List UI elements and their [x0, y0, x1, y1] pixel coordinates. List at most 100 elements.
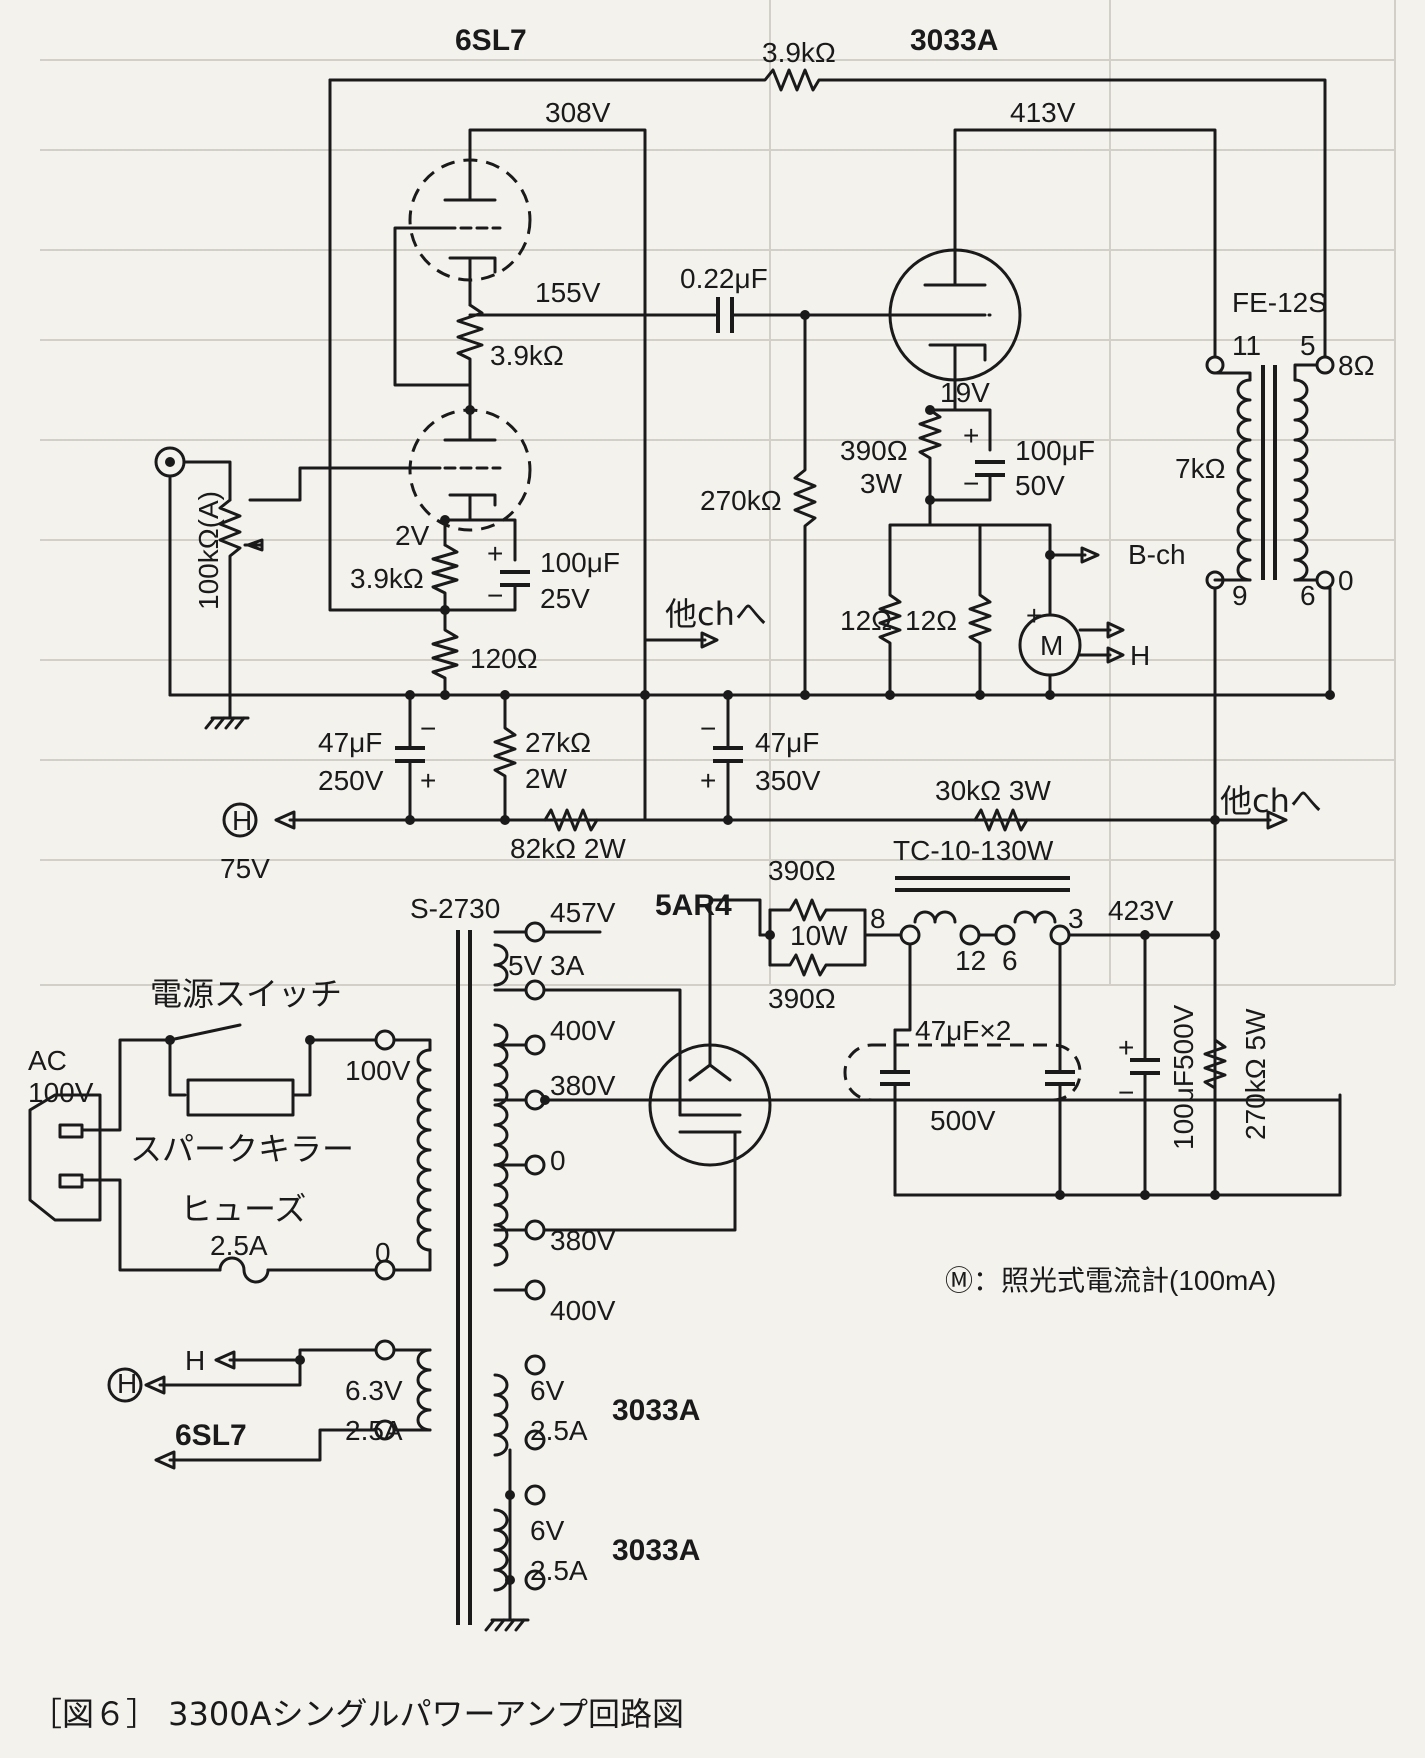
label-out-trans: FE-12S [1232, 287, 1327, 318]
label-c-47-350b: 350V [755, 765, 821, 796]
label-c-47-250b: 250V [318, 765, 384, 796]
h-circle-icon [107, 1367, 143, 1403]
ground-left [204, 693, 250, 730]
label-spark-killer: スパークキラー [130, 1130, 354, 1168]
label-p-25a-1: 2.5A [345, 1415, 403, 1446]
label-75v: 75V [220, 853, 270, 884]
minus-350: − [700, 713, 716, 744]
label-p-380a: 380V [550, 1070, 616, 1101]
label-r-390: 390Ω [840, 435, 908, 466]
label-p-0-pri: 0 [375, 1237, 391, 1268]
plus-sign: + [963, 420, 979, 451]
figure-caption: ［図６］ 3300Aシングルパワーアンプ回路図 [30, 1695, 684, 1733]
label-c-47x2: 47μF×2 [915, 1015, 1011, 1046]
label-ac: AC [28, 1045, 67, 1076]
minus-sign: − [963, 468, 979, 499]
label-r-390a: 390Ω [768, 855, 836, 886]
heater-wiring [107, 802, 378, 1470]
label-19v: 19V [940, 377, 990, 408]
labels: 6SL7 3033A 3.9kΩ 308V 413V 155V 3.9kΩ 0.… [28, 24, 1375, 1733]
label-p-25a-3: 2.5A [530, 1555, 588, 1586]
label-c-47-350a: 47μF [755, 727, 819, 758]
label-choke-8: 8 [870, 903, 886, 934]
label-r-27k: 27kΩ [525, 727, 591, 758]
label-other-ch-1: 他chへ [665, 595, 767, 633]
label-fuse: ヒューズ [180, 1190, 306, 1228]
label-choke-3: 3 [1068, 903, 1084, 934]
label-other-ch-2: 他chへ [1220, 782, 1322, 820]
label-308v: 308V [545, 97, 611, 128]
label-meter-note: Ⓜ：照光式電流計(100mA) [945, 1265, 1276, 1296]
minus-500: − [1118, 1077, 1134, 1108]
power-filter [758, 876, 1342, 1200]
label-c-022: 0.22μF [680, 263, 768, 294]
label-out-6: 6 [1300, 580, 1316, 611]
label-heater-6sl7: 6SL7 [175, 1419, 247, 1452]
label-c-100-50b: 50V [1015, 470, 1065, 501]
label-457v: 457V [550, 897, 616, 928]
label-p-400b: 400V [550, 1295, 616, 1326]
label-c-500v: 500V [930, 1105, 996, 1136]
label-r-270k: 270kΩ [700, 485, 782, 516]
label-h-circle: H [117, 1368, 137, 1399]
label-h: H [1130, 640, 1150, 671]
background-bleed [40, 0, 1396, 986]
label-r-82k: 82kΩ 2W [510, 833, 626, 864]
label-5ar4: 5AR4 [655, 889, 732, 922]
label-out-5: 5 [1300, 330, 1316, 361]
label-out-11: 11 [1232, 330, 1261, 361]
plus-350: + [700, 765, 716, 796]
label-6sl7: 6SL7 [455, 24, 527, 57]
label-423v: 423V [1108, 895, 1174, 926]
label-p-5v3a: 5V 3A [508, 950, 585, 981]
label-power-switch: 電源スイッチ [150, 975, 342, 1013]
label-r-3k9-plate: 3.9kΩ [490, 340, 564, 371]
label-heater-3033a-1: 3033A [612, 1394, 700, 1427]
input-section [154, 446, 1332, 730]
label-out-8ohm: 8Ω [1338, 350, 1375, 381]
label-r-12b: 12Ω [905, 605, 957, 636]
ground-bottom [484, 1618, 530, 1632]
power-transformer [374, 921, 546, 1632]
label-ac100: 100V [28, 1077, 94, 1108]
h-circle-75-icon [222, 802, 258, 838]
label-c-47-250a: 47μF [318, 727, 382, 758]
label-155v: 155V [535, 277, 601, 308]
label-r-30k: 30kΩ 3W [935, 775, 1051, 806]
label-ptrans: S-2730 [410, 893, 500, 924]
label-p-25a-2: 2.5A [530, 1415, 588, 1446]
label-r-2w: 2W [525, 763, 568, 794]
plus-meter: + [1026, 600, 1042, 631]
label-m: M [1040, 630, 1063, 661]
label-c-100-25a: 100μF [540, 547, 620, 578]
label-r-12a: 12Ω [840, 605, 892, 636]
label-fuse-a: 2.5A [210, 1230, 268, 1261]
label-p-6v-1: 6V [530, 1375, 565, 1406]
label-413v: 413V [1010, 97, 1076, 128]
label-r-10w: 10W [790, 920, 848, 951]
label-out-7k: 7kΩ [1175, 453, 1226, 484]
label-p-380b: 380V [550, 1225, 616, 1256]
label-out-0: 0 [1338, 565, 1354, 596]
label-out-9: 9 [1232, 580, 1248, 611]
driver-output-section [468, 128, 1335, 700]
label-c-100-25b: 25V [540, 583, 590, 614]
label-r-3k9-cath: 3.9kΩ [350, 563, 424, 594]
ac-input [28, 1023, 378, 1284]
label-r-3w: 3W [860, 468, 903, 499]
label-3033a: 3033A [910, 24, 998, 57]
label-b-ch: B-ch [1128, 539, 1186, 570]
label-p-63v: 6.3V [345, 1375, 403, 1406]
plus-25: + [487, 538, 503, 569]
plus-500: + [1118, 1032, 1134, 1063]
rectifier-5ar4 [540, 898, 1342, 1232]
label-r-3k9-fb: 3.9kΩ [762, 37, 836, 68]
label-p-6v-2: 6V [530, 1515, 565, 1546]
label-p-100v: 100V [345, 1055, 411, 1086]
label-h-left: H [185, 1345, 205, 1376]
plus-250: + [420, 765, 436, 796]
label-vol: 100kΩ(A) [193, 491, 224, 610]
minus-25: − [487, 580, 503, 611]
label-2v: 2V [395, 520, 430, 551]
